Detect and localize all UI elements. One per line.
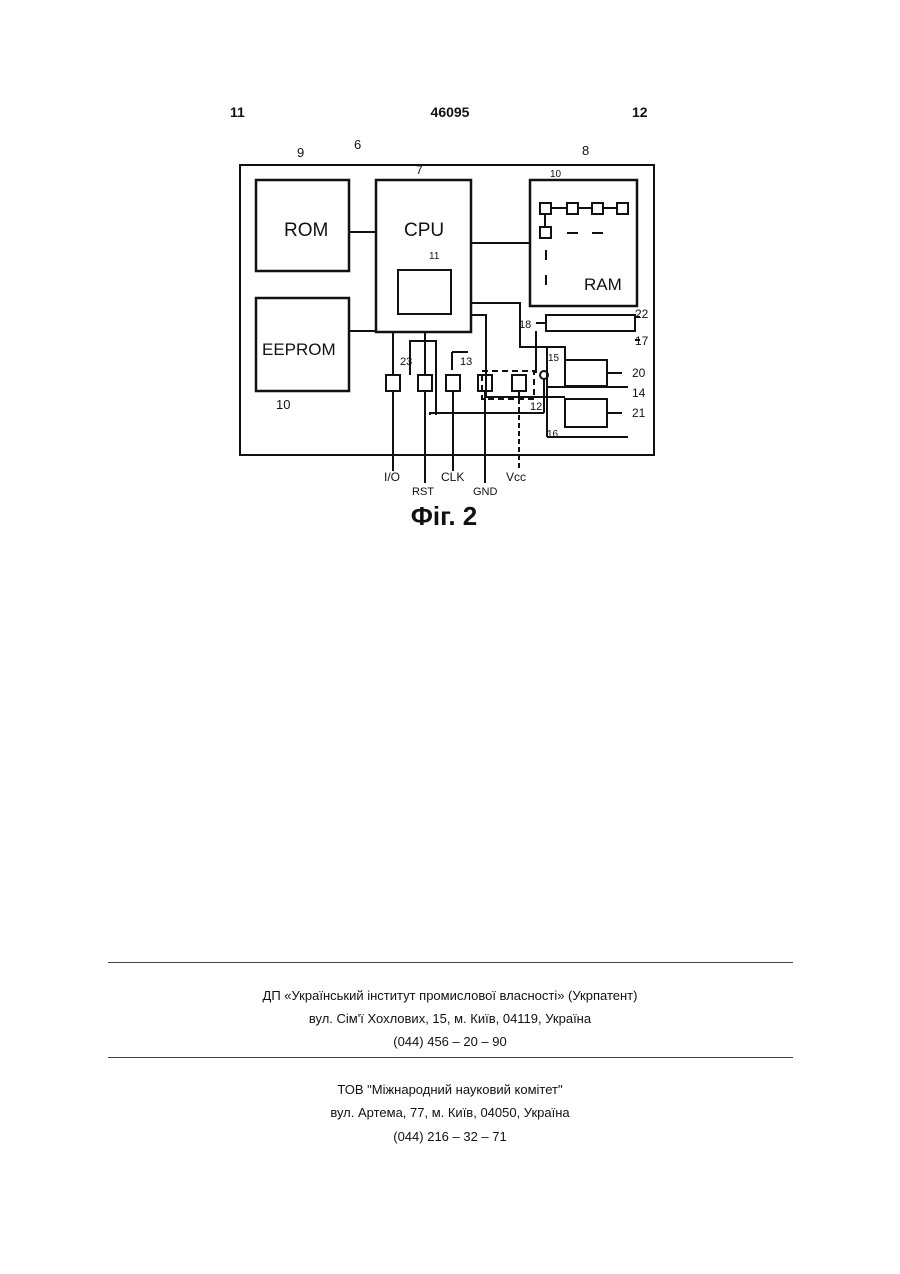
ref-9: 9 [297,145,304,160]
io-cell [386,375,400,391]
cpu-inner-block [398,270,451,314]
figure-caption: Фіг. 2 [411,501,478,531]
pin-clk-label: CLK [441,470,464,484]
block-18 [546,315,635,331]
ref-18: 18 [519,319,531,331]
block-20 [565,360,607,386]
right-page-number: 12 [632,104,648,120]
pin-gnd-label: GND [473,486,498,498]
rst-cell [418,375,432,391]
ref-20: 20 [632,366,646,380]
vcc-cell [512,375,526,391]
ref-23: 23 [400,356,412,368]
block-21 [565,399,607,427]
footer-divider-top [108,962,793,963]
ref-21: 21 [632,406,646,420]
org2-address: вул. Артема, 77, м. Київ, 04050, Україна [0,1101,900,1124]
eeprom-label: EEPROM [262,340,336,359]
patent-number: 46095 [0,104,900,120]
ref-10-eeprom: 10 [276,397,290,412]
org2-phone: (044) 216 – 32 – 71 [0,1125,900,1148]
rom-label: ROM [284,220,328,241]
cpu-block [376,180,471,332]
ref-12: 12 [530,401,542,413]
ram-label: RAM [584,275,622,294]
pin-rst-label: RST [412,486,434,498]
org2-name: ТОВ "Міжнародний науковий комітет" [0,1078,900,1101]
pin-io-label: I/O [384,470,400,484]
ref-13: 13 [460,356,472,368]
org1-name: ДП «Український інститут промислової вла… [0,984,900,1007]
pin-vcc-label: Vcc [506,470,526,484]
figure-2-block-diagram: ROM CPU RAM EEPROM 9 6 7 8 10 11 10 23 1… [220,135,670,535]
footer-divider-middle [108,1057,793,1058]
clk-cell [446,375,460,391]
ref-16: 16 [547,429,559,440]
cpu-label: CPU [404,220,444,241]
ref-15: 15 [548,353,560,364]
ref-22: 22 [635,307,649,321]
ref-7: 7 [416,163,423,177]
ref-14: 14 [632,386,646,400]
ref-6: 6 [354,137,361,152]
ref-10-ram: 10 [550,169,562,180]
org1-address: вул. Сім'ї Хохлових, 15, м. Київ, 04119,… [0,1007,900,1030]
ref-17: 17 [635,334,649,348]
org1-phone: (044) 456 – 20 – 90 [0,1030,900,1053]
ref-8: 8 [582,143,589,158]
ref-11: 11 [429,251,440,262]
